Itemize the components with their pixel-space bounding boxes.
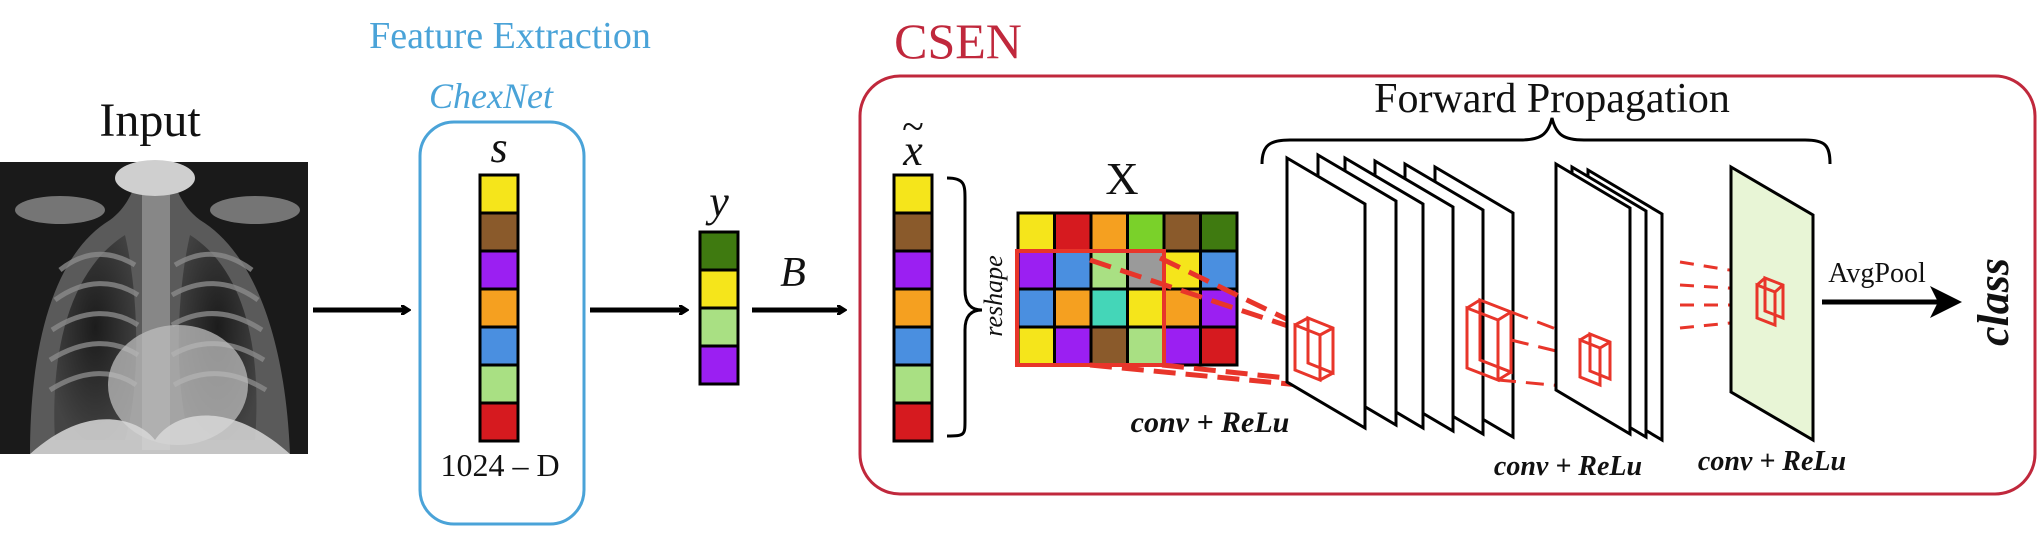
csen-box [858,74,2037,496]
matrix-X-cell-1-4 [1162,249,1202,291]
x-tilde-vector-cell-5 [892,363,934,405]
chest-xray-image [0,160,308,454]
x-tilde-tilde: ~ [902,104,924,149]
s-vector-cell-2 [478,249,520,291]
kernel-cube-3 [1578,331,1612,388]
x-tilde-vector-cell-3 [892,287,934,329]
y-vector-cell-1 [698,268,740,310]
matrix-X-cell-0-5 [1199,211,1239,253]
s-dimension-label: 1024 – D [440,447,559,483]
feature-map-stack-1 [1285,152,1515,440]
avgpool-label: AvgPool [1828,258,1926,289]
matrix-X-cell-1-5 [1199,249,1239,291]
input-label: Input [99,94,201,147]
x-tilde-vector [892,173,934,443]
feature-map-stack-2 [1554,161,1664,443]
matrix-X-cell-3-5 [1199,325,1239,367]
x-tilde-vector-cell-0 [892,173,934,215]
chexnet-box [418,120,586,526]
s-label: s [490,123,507,172]
kernel-cube-1 [1293,315,1335,383]
x-tilde-vector-cell-2 [892,249,934,291]
matrix-X-cell-3-1 [1053,325,1093,367]
B-label: B [780,250,806,296]
matrix-X-cell-2-3 [1126,287,1166,329]
reshape-brace [946,176,983,438]
matrix-X [1016,211,1239,367]
y-vector-cell-3 [698,344,740,386]
matrix-X-cell-0-2 [1089,211,1129,253]
s-vector-cell-3 [478,287,520,329]
X-label: X [1105,153,1138,204]
arrow-avgpool-to-class [1822,286,1962,318]
matrix-X-cell-0-1 [1053,211,1093,253]
conv-relu-label-1: conv + ReLu [1131,406,1290,439]
conv-relu-label-3: conv + ReLu [1698,446,1846,477]
forward-propagation-label: Forward Propagation [1374,76,1730,122]
s-vector-cell-6 [478,401,520,443]
x-tilde-vector-cell-1 [892,211,934,253]
kernel-projection-lines-3 [1679,260,1761,330]
kernel-cube-4 [1755,275,1785,328]
s-vector-cell-4 [478,325,520,367]
s-vector-cell-5 [478,363,520,405]
y-label: y [705,177,729,226]
matrix-X-cell-1-1 [1053,249,1093,291]
csen-label: CSEN [894,13,1022,69]
matrix-X-cell-1-0 [1016,249,1056,291]
class-label: class [1969,258,2018,346]
y-measurement-vector [698,230,740,386]
x-tilde-vector-cell-4 [892,325,934,367]
matrix-X-cell-2-2 [1089,287,1129,329]
final-feature-map [1729,164,1815,443]
forward-propagation-brace [1260,117,1832,165]
matrix-X-cell-3-0 [1016,325,1056,367]
reshape-label: reshape [979,255,1008,336]
s-vector-cell-0 [478,173,520,215]
matrix-X-cell-3-2 [1089,325,1129,367]
y-vector-cell-2 [698,306,740,348]
matrix-X-cell-0-0 [1016,211,1056,253]
x-tilde-label: x [902,126,923,175]
conv-relu-label-2: conv + ReLu [1494,451,1642,482]
feature-extraction-label: Feature Extraction [369,15,651,57]
matrix-X-cell-3-3 [1126,325,1166,367]
matrix-X-cell-0-4 [1162,211,1202,253]
x-tilde-vector-cell-6 [892,401,934,443]
s-feature-vector [478,173,520,443]
y-vector-cell-0 [698,230,740,272]
matrix-X-cell-2-0 [1016,287,1056,329]
matrix-X-cell-3-4 [1162,325,1202,367]
matrix-X-cell-0-3 [1126,211,1166,253]
chexnet-label: ChexNet [429,76,554,116]
matrix-X-cell-2-1 [1053,287,1093,329]
s-vector-cell-1 [478,211,520,253]
